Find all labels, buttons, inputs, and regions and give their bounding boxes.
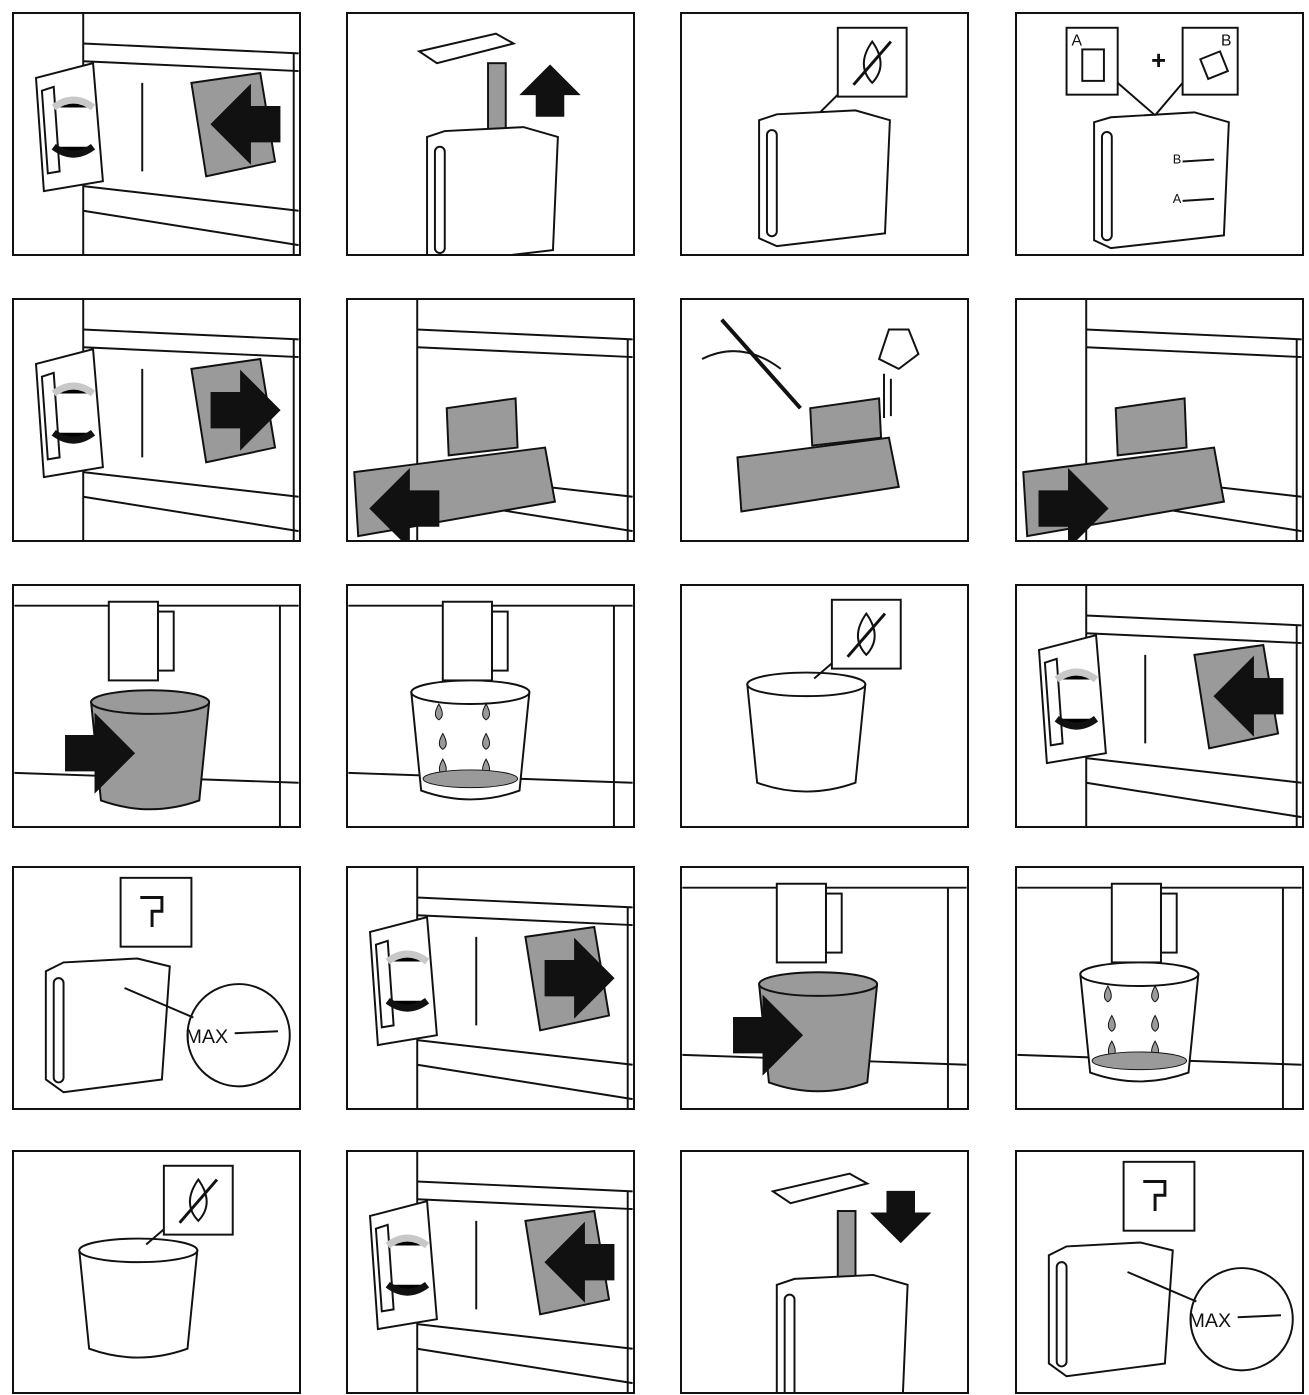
step-18-illustration — [368, 1152, 633, 1392]
turn-arrow-lower — [1054, 715, 1099, 730]
place-arrow — [733, 994, 804, 1076]
step-5-illustration — [34, 300, 299, 540]
step-1-panel — [12, 12, 301, 256]
step-16-panel — [1015, 866, 1304, 1110]
water-pool — [1091, 1051, 1188, 1071]
turn-arrow-upper — [385, 1234, 430, 1249]
water-drop — [1151, 985, 1160, 1003]
step-3-illustration — [758, 26, 908, 248]
label-mark-b: B — [1173, 152, 1182, 167]
step-6-panel — [346, 298, 635, 542]
step-2-illustration — [416, 32, 581, 254]
turn-arrow-lower — [385, 1281, 430, 1296]
step-13-panel: MAX — [12, 866, 301, 1110]
step-15-illustration — [682, 882, 967, 1108]
water-drop — [482, 703, 491, 721]
push-arrow — [1038, 467, 1109, 540]
move-arrow — [210, 369, 281, 451]
pull-arrow — [369, 467, 440, 540]
step-7-illustration — [701, 318, 920, 513]
label-max-13: MAX — [186, 1026, 229, 1048]
step-15-panel — [680, 866, 969, 1110]
turn-arrow-upper — [1054, 668, 1099, 683]
step-14-illustration — [368, 868, 633, 1108]
step-2-panel — [346, 12, 635, 256]
step-20-panel: MAX — [1015, 1150, 1304, 1394]
label-plus: + — [1151, 47, 1166, 75]
turn-arrow-lower — [385, 997, 430, 1012]
step-3-panel — [680, 12, 969, 256]
step-9-panel — [12, 584, 301, 828]
move-arrow — [210, 83, 281, 165]
insert-arrow — [870, 1190, 932, 1244]
step-9-illustration — [14, 600, 299, 826]
step-10-illustration — [348, 600, 633, 826]
step-12-illustration — [1037, 586, 1302, 826]
step-18-panel — [346, 1150, 635, 1394]
step-12-panel — [1015, 584, 1304, 828]
step-19-panel — [680, 1150, 969, 1394]
step-17-panel — [12, 1150, 301, 1394]
step-19-illustration — [770, 1172, 932, 1392]
step-1-illustration — [34, 14, 299, 254]
move-arrow — [544, 1221, 615, 1303]
turn-arrow-lower — [51, 143, 96, 158]
turn-arrow-upper — [51, 96, 96, 111]
turn-arrow-lower — [51, 429, 96, 444]
turn-arrow-upper — [51, 382, 96, 397]
step-11-panel — [680, 584, 969, 828]
label-b-box: B — [1221, 32, 1231, 49]
step-8-panel — [1015, 298, 1304, 542]
water-drop — [1107, 1014, 1116, 1032]
step-6-illustration — [353, 300, 633, 540]
label-a-box: A — [1071, 32, 1082, 49]
label-mark-a: A — [1173, 191, 1182, 206]
move-arrow — [544, 937, 615, 1019]
lift-arrow — [519, 64, 581, 117]
move-arrow — [1213, 655, 1284, 737]
turn-arrow-upper — [385, 950, 430, 965]
step-14-panel — [346, 866, 635, 1110]
water-pool — [422, 769, 519, 789]
step-5-panel — [12, 298, 301, 542]
water-drop — [1151, 1014, 1160, 1032]
step-16-illustration — [1017, 882, 1302, 1108]
water-drop — [434, 703, 443, 721]
step-10-panel — [346, 584, 635, 828]
water-drop — [438, 732, 447, 750]
label-max-20: MAX — [1189, 1310, 1232, 1332]
step-4-panel: A + B B A — [1015, 12, 1304, 256]
step-7-panel — [680, 298, 969, 542]
water-drop — [1103, 985, 1112, 1003]
place-arrow — [65, 712, 136, 794]
step-11-illustration — [746, 598, 902, 793]
step-17-illustration — [78, 1164, 234, 1359]
step-8-illustration — [1022, 300, 1302, 540]
water-drop — [482, 732, 491, 750]
